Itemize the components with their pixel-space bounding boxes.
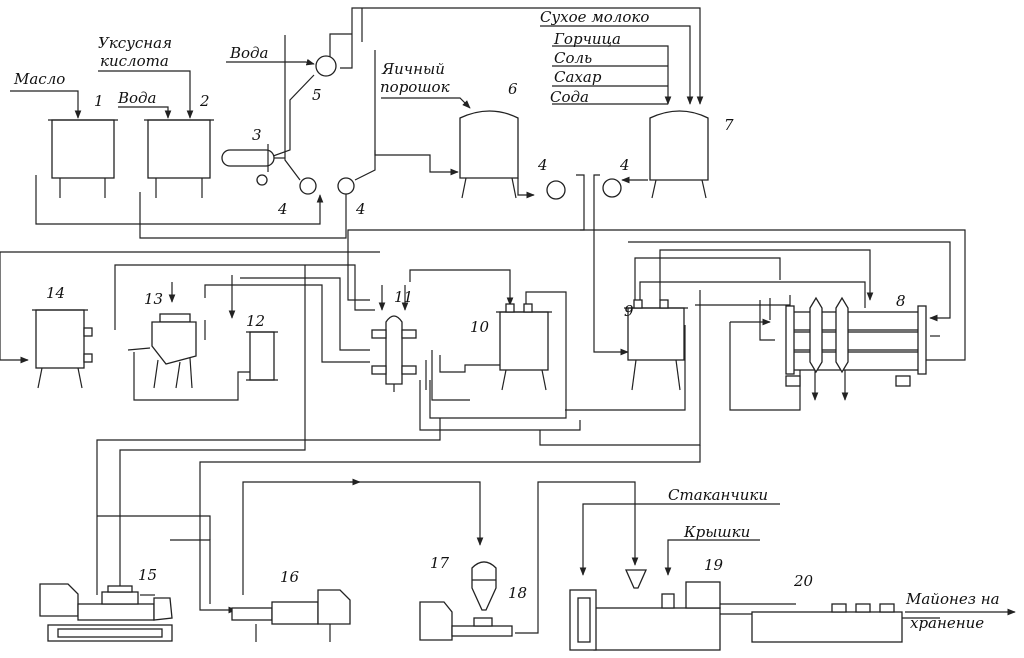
label-acetic-acid-2: кислота	[100, 52, 169, 70]
label-cups: Стаканчики	[668, 486, 768, 504]
tank-7	[649, 110, 709, 199]
number-5: 5	[312, 86, 322, 104]
label-acetic-acid-1: Уксусная	[98, 34, 172, 52]
label-dry-milk: Сухое молоко	[540, 8, 649, 26]
number-10: 10	[470, 318, 490, 336]
tank-10	[496, 303, 552, 391]
conveyor-20	[751, 603, 940, 643]
number-1: 1	[94, 92, 104, 110]
label-sugar: Сахар	[554, 68, 602, 86]
number-7: 7	[724, 116, 734, 134]
number-3: 3	[252, 126, 262, 144]
number-20: 20	[793, 572, 814, 590]
number-6: 6	[508, 80, 518, 98]
unit-12	[246, 331, 278, 381]
number-19: 19	[704, 556, 724, 574]
tank-1	[48, 119, 118, 198]
number-8: 8	[896, 292, 906, 310]
equipment-numbers: 1 2 3 4 4 4 4 5 6 7 8 9 10 11 12 13 14 1…	[46, 80, 906, 602]
tank-9	[624, 299, 688, 391]
pump-4-d	[602, 178, 622, 198]
pipelines	[0, 7, 1016, 634]
flow-labels: Масло Уксусная кислота Вода Вода Яичный …	[13, 8, 1000, 632]
pump-5	[315, 55, 337, 77]
number-4-b: 4	[355, 200, 366, 218]
pump-18	[419, 601, 513, 641]
mill-15	[39, 583, 173, 642]
number-16: 16	[280, 568, 300, 586]
pump-4-c	[546, 180, 566, 200]
hopper-17	[471, 561, 497, 611]
number-14: 14	[46, 284, 65, 302]
number-11: 11	[394, 288, 413, 306]
tank-6	[459, 110, 519, 199]
number-2: 2	[199, 92, 210, 110]
number-18: 18	[508, 584, 527, 602]
pump-4-a	[299, 177, 317, 195]
number-12: 12	[246, 312, 265, 330]
label-output-2: хранение	[910, 614, 984, 632]
number-17: 17	[430, 554, 450, 572]
label-water-1: Вода	[117, 89, 157, 107]
heat-exchanger-8	[785, 296, 927, 387]
label-water-2: Вода	[229, 44, 269, 62]
tank-14	[32, 309, 93, 389]
label-oil: Масло	[13, 70, 65, 88]
number-15: 15	[138, 566, 157, 584]
label-salt: Соль	[554, 49, 592, 67]
tank-2	[144, 119, 214, 198]
label-mustard: Горчица	[553, 30, 621, 48]
pump-4-b	[337, 177, 355, 195]
heater-3	[221, 144, 285, 186]
mixer-13	[151, 313, 197, 389]
label-egg-powder-1: Яичный	[381, 60, 445, 78]
number-9: 9	[624, 302, 634, 320]
number-4-a: 4	[277, 200, 288, 218]
label-soda: Сода	[550, 88, 589, 106]
filler-19	[569, 569, 796, 651]
label-output-1: Майонез на	[905, 590, 1000, 608]
label-egg-powder-2: порошок	[380, 78, 450, 96]
number-13: 13	[144, 290, 163, 308]
label-lids: Крышки	[683, 523, 750, 541]
deaerator-11	[371, 315, 417, 392]
number-4-c: 4	[537, 156, 548, 174]
number-4-d: 4	[619, 156, 630, 174]
mill-16	[231, 589, 351, 642]
